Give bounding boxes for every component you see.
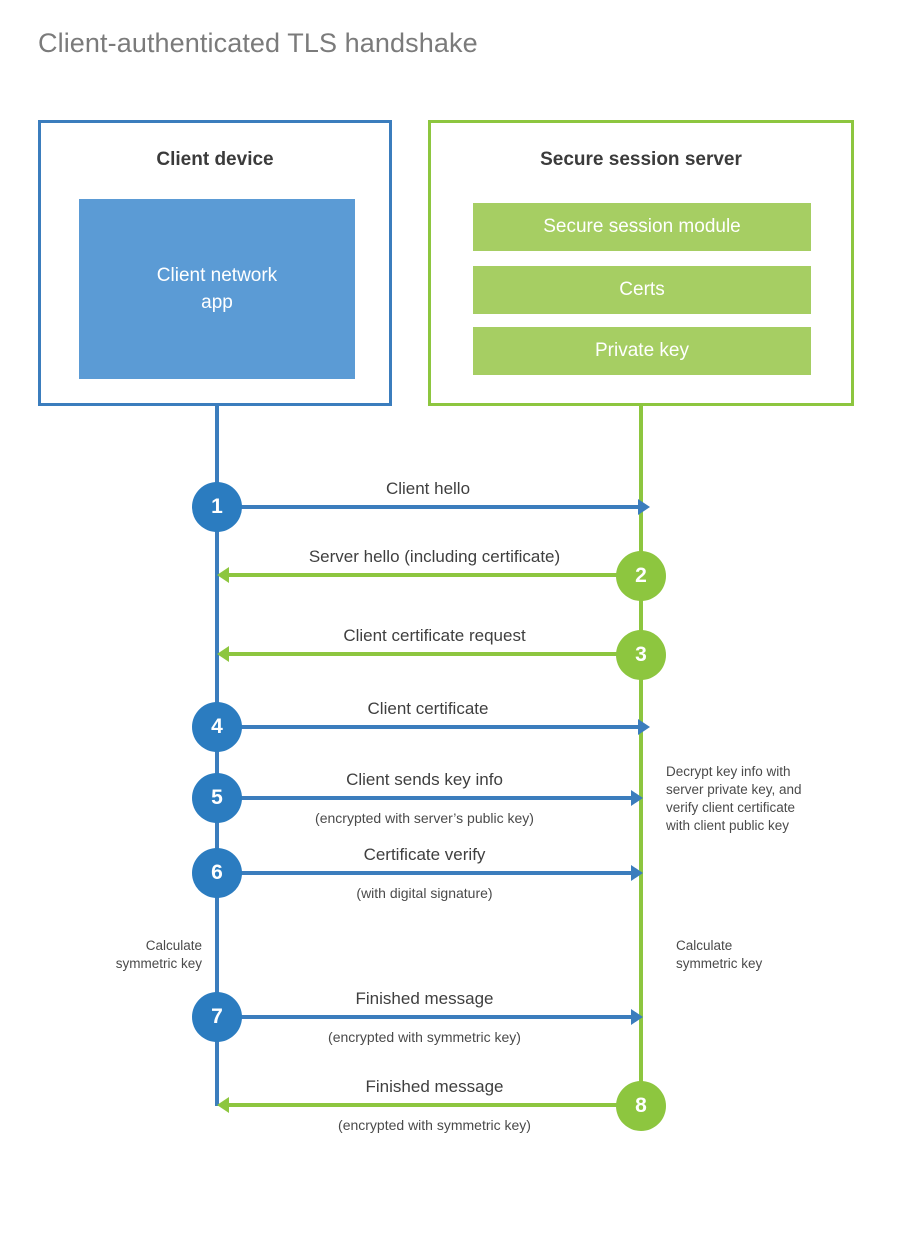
- server-component-label: Private key: [595, 340, 689, 361]
- note-line: Decrypt key info with: [666, 764, 791, 779]
- message-arrow-8: Finished message (encrypted with symmetr…: [217, 1077, 641, 1133]
- step-number: 4: [211, 715, 223, 738]
- step-number: 8: [635, 1094, 647, 1117]
- server-component-label: Certs: [619, 279, 665, 300]
- client-app-label-line1: Client network: [156, 265, 278, 286]
- arrow-shaft: [228, 652, 641, 656]
- client-device-title: Client device: [156, 149, 274, 170]
- arrow-shaft: [228, 1103, 641, 1107]
- arrow-shaft: [217, 871, 632, 875]
- server-lifeline: [639, 406, 643, 1106]
- note-line: Calculate: [676, 938, 733, 953]
- message-sublabel-5: (encrypted with server’s public key): [315, 810, 534, 826]
- message-label-5: Client sends key info: [346, 770, 503, 789]
- step-number: 6: [211, 861, 223, 884]
- arrow-shaft: [217, 725, 639, 729]
- step-marker-1: 1: [192, 482, 242, 532]
- note-line: verify client certificate: [666, 800, 796, 815]
- message-label-2: Server hello (including certificate): [308, 547, 561, 566]
- page-title: Client-authenticated TLS handshake: [38, 28, 478, 58]
- message-label-6: Certificate verify: [363, 845, 486, 864]
- step-marker-3: 3: [616, 630, 666, 680]
- note-calculate-symmetric-key-server: Calculate symmetric key: [676, 937, 856, 973]
- arrow-head-right-icon: [631, 1009, 643, 1025]
- arrow-shaft: [217, 505, 639, 509]
- message-label-7: Finished message: [355, 989, 494, 1008]
- client-device-box: Client device Client network app: [38, 120, 392, 406]
- step-number: 2: [635, 564, 647, 587]
- arrow-shaft: [217, 1015, 632, 1019]
- message-arrow-1: Client hello: [217, 479, 650, 515]
- note-calculate-symmetric-key-client: Calculate symmetric key: [40, 937, 202, 973]
- arrow-head-right-icon: [631, 790, 643, 806]
- arrow-shaft: [217, 796, 632, 800]
- client-lifeline: [215, 406, 219, 1106]
- step-number: 5: [211, 786, 223, 809]
- client-network-app-label: Client network app: [157, 262, 277, 316]
- note-decrypt-key-info: Decrypt key info with server private key…: [666, 763, 866, 835]
- message-sublabel-6: (with digital signature): [356, 885, 493, 901]
- arrow-head-right-icon: [638, 719, 650, 735]
- note-line: Calculate: [145, 938, 202, 953]
- note-line: with client public key: [666, 818, 790, 833]
- arrow-head-left-icon: [217, 646, 229, 662]
- server-component-certs: Certs: [473, 266, 811, 314]
- message-label-1: Client hello: [385, 479, 471, 498]
- message-arrow-4: Client certificate: [217, 699, 650, 735]
- server-component-secure-session-module: Secure session module: [473, 203, 811, 251]
- message-label-8: Finished message: [365, 1077, 504, 1096]
- message-arrow-3: Client certificate request: [217, 626, 641, 662]
- arrow-shaft: [228, 573, 641, 577]
- arrow-head-left-icon: [217, 567, 229, 583]
- step-marker-7: 7: [192, 992, 242, 1042]
- note-line: symmetric key: [676, 956, 763, 971]
- step-marker-6: 6: [192, 848, 242, 898]
- arrow-head-right-icon: [631, 865, 643, 881]
- step-marker-5: 5: [192, 773, 242, 823]
- server-component-label: Secure session module: [543, 216, 741, 237]
- step-number: 7: [211, 1005, 223, 1028]
- step-marker-2: 2: [616, 551, 666, 601]
- message-arrow-2: Server hello (including certificate): [217, 547, 641, 583]
- note-line: server private key, and: [666, 782, 802, 797]
- step-marker-8: 8: [616, 1081, 666, 1131]
- client-network-app-block: Client network app: [79, 199, 355, 379]
- arrow-head-right-icon: [638, 499, 650, 515]
- step-marker-4: 4: [192, 702, 242, 752]
- secure-session-server-title: Secure session server: [540, 149, 742, 170]
- client-app-label-line2: app: [201, 292, 233, 313]
- arrow-head-left-icon: [217, 1097, 229, 1113]
- message-label-3: Client certificate request: [343, 626, 526, 645]
- message-arrow-7: Finished message (encrypted with symmetr…: [217, 989, 643, 1045]
- message-label-4: Client certificate: [367, 699, 489, 718]
- step-number: 1: [211, 495, 223, 518]
- message-sublabel-7: (encrypted with symmetric key): [328, 1029, 521, 1045]
- note-line: symmetric key: [115, 956, 202, 971]
- secure-session-server-box: Secure session server Secure session mod…: [428, 120, 854, 406]
- server-component-private-key: Private key: [473, 327, 811, 375]
- message-arrow-6: Certificate verify (with digital signatu…: [217, 845, 643, 901]
- message-arrow-5: Client sends key info (encrypted with se…: [217, 770, 643, 826]
- step-number: 3: [635, 643, 647, 666]
- message-sublabel-8: (encrypted with symmetric key): [338, 1117, 531, 1133]
